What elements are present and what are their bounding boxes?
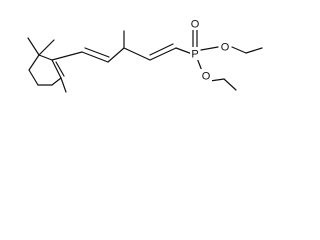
- p-o-ethoxy-bond-right: [200, 46, 219, 51]
- phosphorus-atom-label: P: [191, 49, 198, 61]
- ring-bond-c5-c6: [28, 54, 40, 71]
- ring-bond-c6-c1: [38, 54, 53, 61]
- polyene-chain: [51, 30, 196, 63]
- molecule-structure-diagram: P O O O: [27, 17, 263, 93]
- ring-bond-c1-c2: [51, 59, 62, 79]
- chain-bond-ring-link: [51, 51, 83, 61]
- phosphorus-label-bg: [190, 47, 200, 60]
- chain-bond-c7-c8: [81, 51, 109, 63]
- ethoxy-bottom-bond-2: [223, 78, 237, 91]
- ethoxy-right-bond-1: [231, 46, 247, 54]
- chain-double-bond-c7-c8: [84, 47, 110, 58]
- oxygen-top-atom-label: O: [191, 19, 200, 31]
- ring-double-bond-c1-c2: [55, 61, 65, 77]
- oxygen-top-label-bg: [190, 17, 200, 30]
- chain-double-bond-c10-c11: [149, 43, 174, 56]
- chain-bond-c8-c9: [107, 47, 125, 63]
- ethoxy-bottom-bond-1: [209, 78, 225, 82]
- chain-bond-c9-c10: [123, 47, 151, 61]
- atom-labels: P O O O: [190, 17, 231, 83]
- ring-bond-c2-c3: [51, 77, 62, 86]
- ethoxy-right-bond-2: [245, 47, 263, 54]
- gem-dimethyl-bond-a: [27, 37, 40, 56]
- oxygen-right-label-bg: [219, 40, 231, 53]
- chain-bond-c10-c11: [149, 47, 177, 61]
- oxygen-bottom-label-bg: [200, 69, 212, 82]
- gem-dimethyl-bond-b: [38, 39, 55, 56]
- ring-methyl-groups: [27, 37, 67, 93]
- p-o-ethoxy-bond-bottom: [196, 57, 203, 72]
- oxygen-right-atom-label: O: [221, 42, 230, 54]
- ring-methyl-bond: [60, 77, 67, 93]
- cyclohexene-ring: [28, 54, 65, 86]
- oxygen-bottom-atom-label: O: [202, 71, 211, 83]
- ring-bond-c4-c5: [28, 69, 39, 86]
- phosphonate-group: [192, 29, 263, 91]
